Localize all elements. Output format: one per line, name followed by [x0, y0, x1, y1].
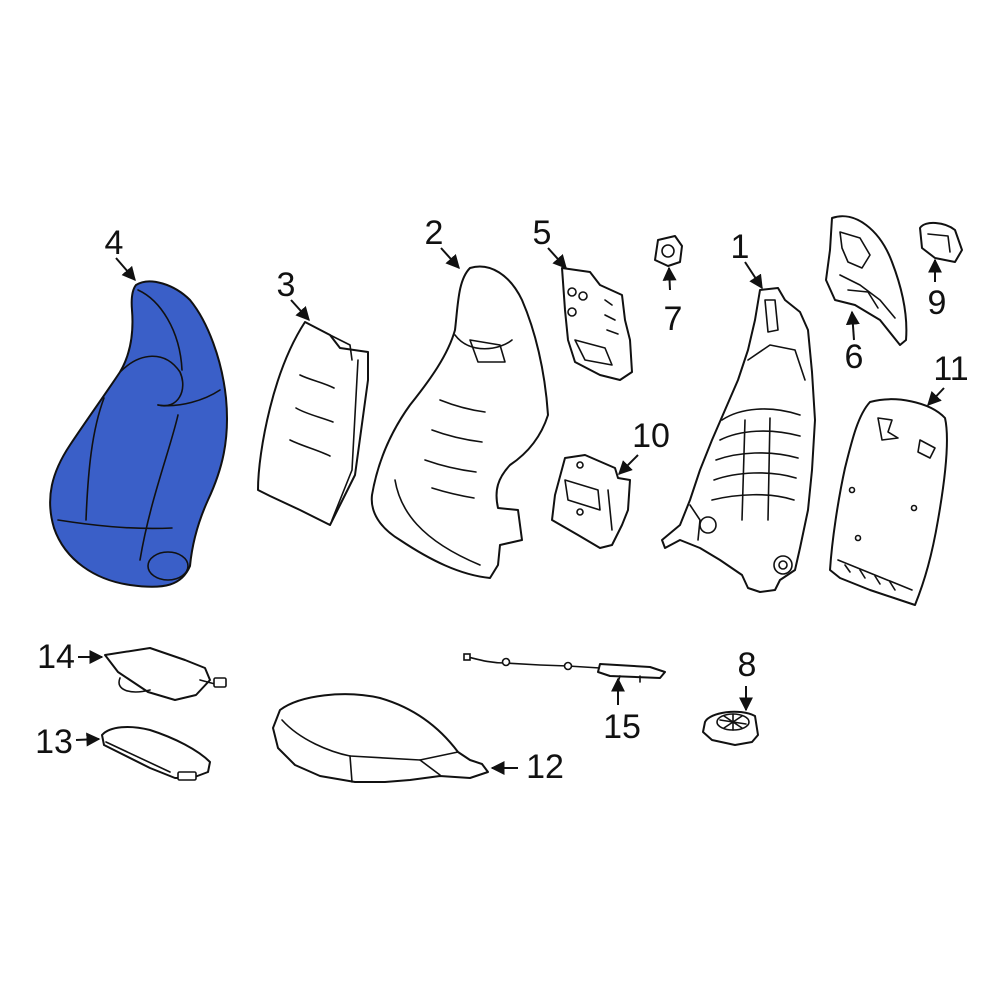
callout-2[interactable]: 2 [425, 214, 444, 252]
part-2-seat-back-foam[interactable] [370, 265, 549, 579]
part-1-seat-back-frame[interactable] [661, 287, 816, 593]
leader-1 [744, 261, 763, 290]
callout-10[interactable]: 10 [632, 417, 670, 455]
part-15-cable-harness[interactable] [463, 653, 666, 683]
callout-9[interactable]: 9 [928, 284, 947, 322]
callout-7[interactable]: 7 [664, 300, 683, 338]
leader-11 [927, 387, 945, 407]
part-5-bracket[interactable] [561, 267, 633, 381]
leader-7 [662, 266, 677, 291]
leader-4 [115, 257, 136, 282]
callout-15[interactable]: 15 [603, 708, 641, 746]
leader-10 [618, 454, 639, 475]
leader-2 [440, 247, 460, 270]
part-3-back-pad[interactable] [257, 321, 369, 526]
callout-leaders [75, 247, 945, 775]
part-10-module-bracket[interactable] [551, 454, 631, 549]
part-4-seat-back-cover[interactable] [49, 280, 229, 588]
part-7-clip[interactable] [654, 235, 683, 267]
callout-8[interactable]: 8 [738, 646, 757, 684]
part-6-side-panel[interactable] [825, 215, 908, 346]
part-12-seat-cushion-cover[interactable] [272, 693, 489, 783]
callout-13[interactable]: 13 [35, 723, 73, 761]
part-13-cushion-pad[interactable] [101, 726, 211, 781]
callout-3[interactable]: 3 [277, 266, 296, 304]
part-8-motor[interactable] [702, 710, 759, 746]
callout-11[interactable]: 11 [933, 350, 968, 388]
callout-12[interactable]: 12 [526, 748, 564, 786]
part-9-cap[interactable] [919, 222, 963, 263]
callout-14[interactable]: 14 [37, 638, 75, 676]
part-14-heater-pad[interactable] [104, 647, 227, 701]
callout-labels: 4 3 2 5 7 1 6 9 11 10 14 13 12 15 8 [35, 214, 969, 786]
part-11-back-panel[interactable] [829, 398, 949, 606]
callout-6[interactable]: 6 [845, 338, 864, 376]
leader-6 [845, 310, 860, 341]
leader-13 [75, 732, 101, 747]
callout-4[interactable]: 4 [105, 224, 124, 262]
callout-5[interactable]: 5 [533, 214, 552, 252]
callout-1[interactable]: 1 [731, 228, 750, 266]
leader-3 [290, 299, 310, 322]
leader-5 [547, 247, 567, 270]
